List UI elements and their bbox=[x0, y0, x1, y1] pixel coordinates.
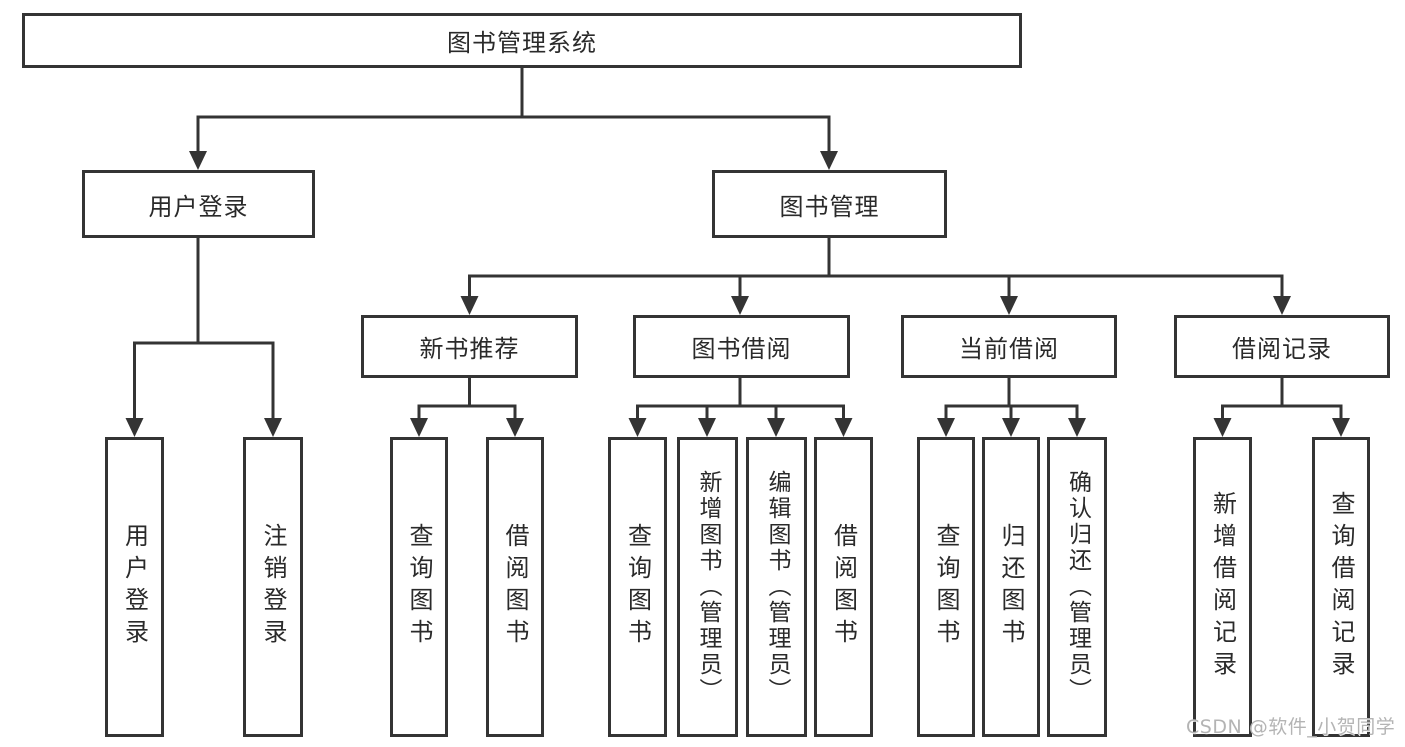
leaf-confirm-return-admin-label: 确认归还（管理员） bbox=[1064, 470, 1091, 704]
leaf-add-borrow-record: 新增借阅记录 bbox=[1193, 437, 1252, 737]
leaf-return-book: 归还图书 bbox=[982, 437, 1040, 737]
leaf-current-query-book-label: 查询图书 bbox=[932, 523, 960, 651]
leaf-return-book-label: 归还图书 bbox=[997, 523, 1025, 651]
leaf-confirm-return-admin: 确认归还（管理员） bbox=[1047, 437, 1107, 737]
leaf-current-query-book: 查询图书 bbox=[917, 437, 975, 737]
node-root-label: 图书管理系统 bbox=[447, 29, 597, 57]
node-book-management: 图书管理 bbox=[712, 170, 947, 238]
node-current-borrow-label: 当前借阅 bbox=[959, 335, 1059, 363]
leaf-query-borrow-record: 查询借阅记录 bbox=[1312, 437, 1370, 737]
leaf-recommend-borrow-book: 借阅图书 bbox=[486, 437, 544, 737]
node-new-book-recommend: 新书推荐 bbox=[361, 315, 578, 378]
leaf-borrow-book: 借阅图书 bbox=[814, 437, 873, 737]
connector-strokes bbox=[133, 68, 1343, 419]
csdn-watermark: CSDN @软件_小贺同学 bbox=[1186, 716, 1396, 738]
leaf-add-borrow-record-label: 新增借阅记录 bbox=[1208, 491, 1237, 683]
node-book-borrow-label: 图书借阅 bbox=[691, 335, 792, 363]
leaf-recommend-query-book: 查询图书 bbox=[390, 437, 448, 737]
leaf-recommend-borrow-book-label: 借阅图书 bbox=[501, 523, 529, 651]
leaf-edit-book-admin: 编辑图书（管理员） bbox=[746, 437, 807, 737]
node-new-book-recommend-label: 新书推荐 bbox=[419, 335, 520, 363]
node-user-login-label: 用户登录 bbox=[148, 192, 249, 221]
node-book-borrow: 图书借阅 bbox=[633, 315, 850, 378]
node-book-management-label: 图书管理 bbox=[779, 192, 880, 221]
leaf-query-borrow-record-label: 查询借阅记录 bbox=[1327, 491, 1355, 683]
node-root: 图书管理系统 bbox=[22, 13, 1022, 68]
leaf-user-login-label: 用户登录 bbox=[120, 523, 149, 651]
node-current-borrow: 当前借阅 bbox=[901, 315, 1117, 378]
leaf-borrow-query-book: 查询图书 bbox=[608, 437, 667, 737]
node-borrow-record: 借阅记录 bbox=[1174, 315, 1390, 378]
leaf-logout: 注销登录 bbox=[243, 437, 303, 737]
leaf-borrow-book-label: 借阅图书 bbox=[829, 523, 858, 651]
leaf-logout-label: 注销登录 bbox=[259, 523, 287, 651]
leaf-borrow-query-book-label: 查询图书 bbox=[623, 523, 652, 651]
leaf-recommend-query-book-label: 查询图书 bbox=[405, 523, 433, 651]
leaf-user-login: 用户登录 bbox=[105, 437, 164, 737]
arrowheads bbox=[125, 151, 1350, 437]
node-user-login: 用户登录 bbox=[82, 170, 315, 238]
leaf-edit-book-admin-label: 编辑图书（管理员） bbox=[764, 470, 790, 704]
leaf-add-book-admin: 新增图书（管理员） bbox=[677, 437, 738, 737]
node-borrow-record-label: 借阅记录 bbox=[1232, 335, 1332, 363]
leaf-add-book-admin-label: 新增图书（管理员） bbox=[695, 470, 721, 704]
